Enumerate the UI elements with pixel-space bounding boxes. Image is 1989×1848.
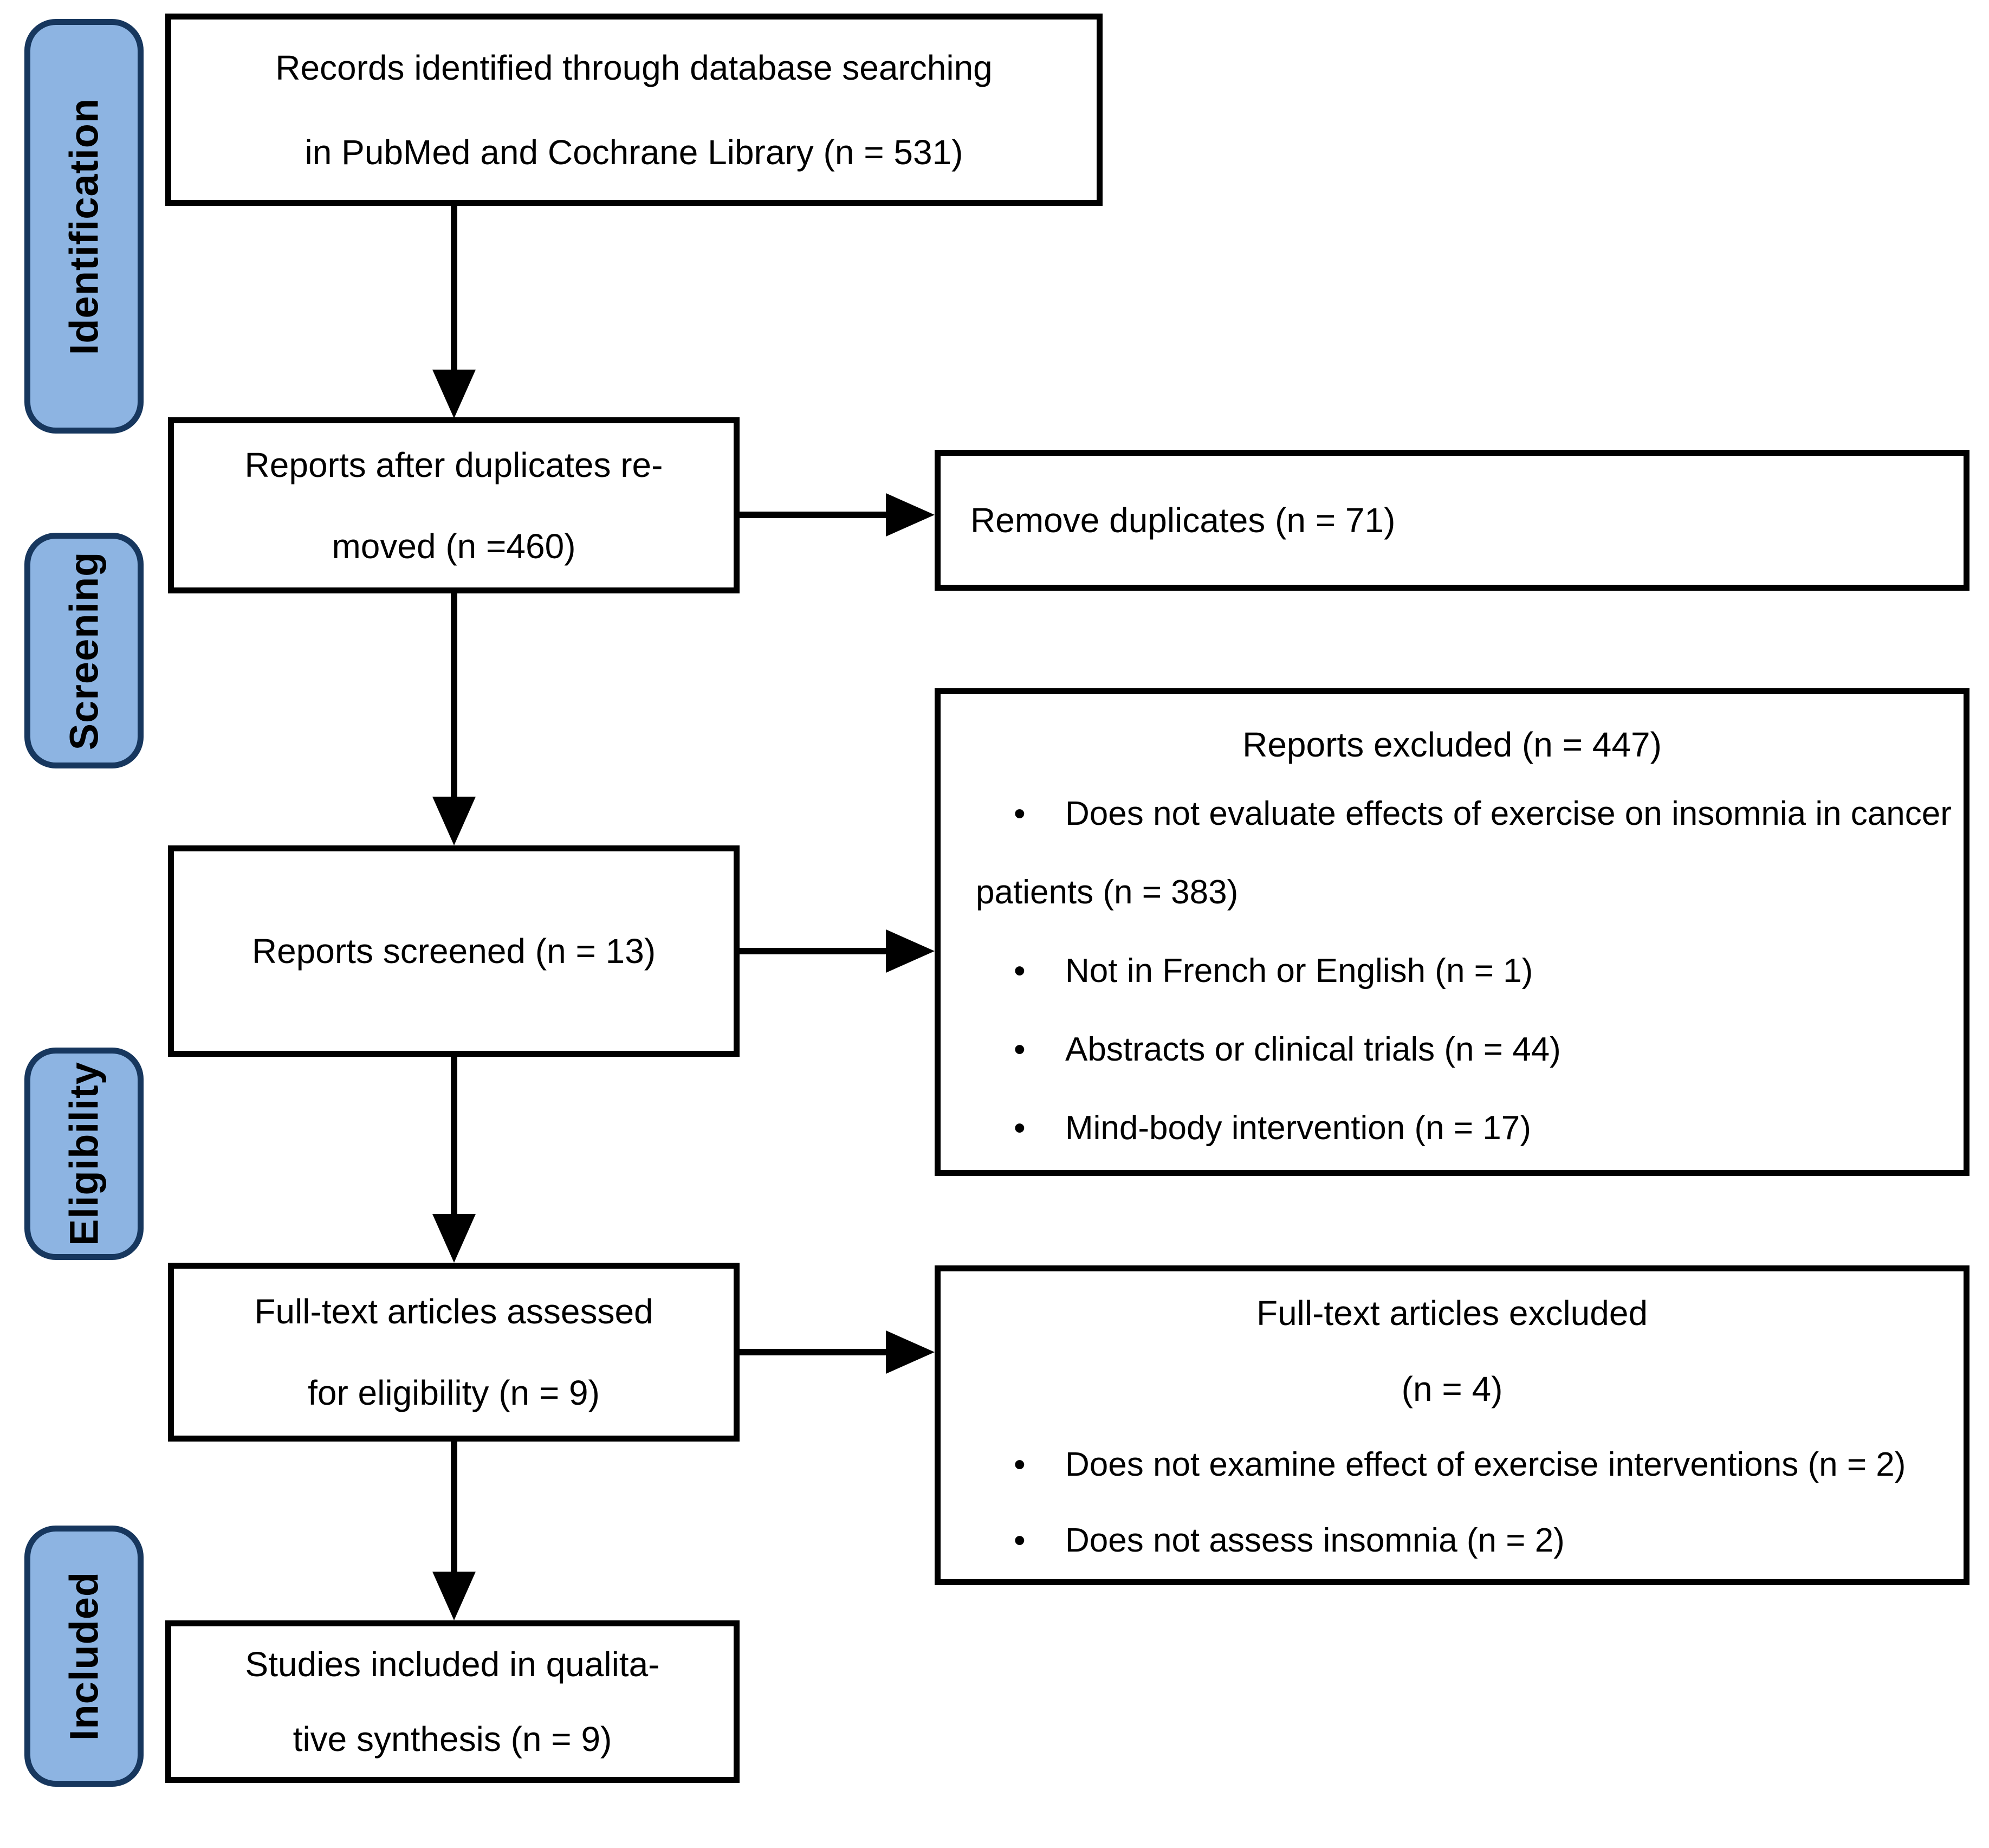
stage-screening: Screening: [24, 533, 144, 768]
stage-included: Included: [24, 1526, 144, 1787]
arrow-dedup-to-removed-head: [886, 493, 935, 537]
list-item: Mind-body intervention (n = 17): [941, 1089, 1964, 1167]
list-item: Does not evaluate effects of exercise on…: [941, 774, 1964, 932]
stage-screening-label: Screening: [61, 551, 107, 750]
arrow-screened-to-fulltext-line: [451, 1057, 457, 1217]
box-title: Full-text articles excluded: [1256, 1294, 1648, 1333]
box-after-duplicates: Reports after duplicates re- moved (n =4…: [168, 417, 740, 593]
box-fulltext-excluded: Full-text articles excluded (n = 4) Does…: [935, 1265, 1969, 1585]
arrow-dedup-to-screened-head: [432, 797, 476, 845]
box-line: Full-text articles assessed: [254, 1292, 653, 1331]
box-line: Remove duplicates (n = 71): [970, 501, 1396, 540]
fulltext-excluded-reasons-list: Does not examine effect of exercise inte…: [941, 1427, 1964, 1579]
box-title: Reports excluded (n = 447): [1242, 725, 1662, 764]
list-item: Not in French or English (n = 1): [941, 932, 1964, 1010]
stage-identification: Identification: [24, 19, 144, 434]
arrow-dedup-to-screened-line: [451, 593, 457, 799]
box-line: Reports after duplicates re-: [244, 445, 663, 484]
box-remove-duplicates: Remove duplicates (n = 71): [935, 450, 1969, 591]
stage-identification-label: Identification: [61, 98, 107, 355]
arrow-fulltext-to-included-head: [432, 1572, 476, 1620]
arrow-dedup-to-removed-line: [740, 512, 889, 518]
list-item: Does not examine effect of exercise inte…: [941, 1427, 1964, 1503]
box-line: Reports screened (n = 13): [251, 932, 656, 971]
box-records-identified: Records identified through database sear…: [165, 14, 1103, 206]
box-title: (n = 4): [1401, 1369, 1503, 1408]
box-line: Records identified through database sear…: [275, 48, 993, 87]
arrow-screened-to-excluded-line: [740, 948, 889, 954]
box-line: moved (n =460): [332, 526, 576, 566]
stage-included-label: Included: [61, 1571, 107, 1741]
arrow-screened-to-fulltext-head: [432, 1214, 476, 1263]
list-item: Abstracts or clinical trials (n = 44): [941, 1010, 1964, 1089]
box-reports-screened: Reports screened (n = 13): [168, 845, 740, 1057]
box-studies-included: Studies included in qualita- tive synthe…: [165, 1620, 740, 1783]
arrow-fulltext-to-included-line: [451, 1442, 457, 1574]
box-line: in PubMed and Cochrane Library (n = 531): [304, 132, 963, 172]
box-line: Studies included in qualita-: [245, 1645, 660, 1684]
box-line: for eligibility (n = 9): [308, 1373, 600, 1412]
box-reports-excluded: Reports excluded (n = 447) Does not eval…: [935, 688, 1969, 1176]
box-line: tive synthesis (n = 9): [293, 1720, 612, 1759]
arrow-fulltext-to-excluded-head: [886, 1330, 935, 1374]
box-fulltext-assessed: Full-text articles assessed for eligibil…: [168, 1263, 740, 1442]
arrow-fulltext-to-excluded-line: [740, 1349, 889, 1355]
stage-eligibility: Eligibility: [24, 1048, 144, 1260]
arrow-records-to-dedup-head: [432, 370, 476, 418]
stage-eligibility-label: Eligibility: [61, 1062, 107, 1246]
excluded-reasons-list: Does not evaluate effects of exercise on…: [941, 774, 1964, 1167]
arrow-screened-to-excluded-head: [886, 929, 935, 973]
list-item: Does not assess insomnia (n = 2): [941, 1503, 1964, 1579]
arrow-records-to-dedup-line: [451, 206, 457, 375]
